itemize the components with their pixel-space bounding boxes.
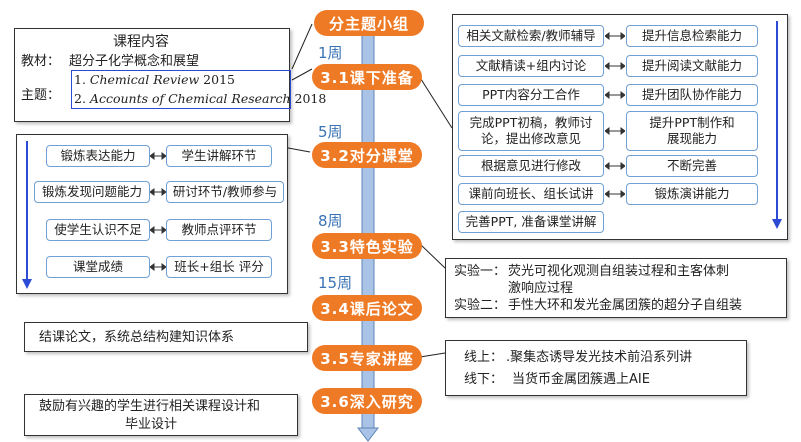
prep-item-1-left: 相关文献检索/教师辅导 — [458, 25, 604, 47]
topic-2-journal: Accounts of Chemical Research — [89, 91, 291, 106]
topic-label: 主题： — [21, 88, 61, 103]
week-label-1: 1周 — [318, 44, 343, 62]
research-line-2: 毕业设计 — [125, 417, 178, 432]
experiment-2-text: 手性大环和发光金属团簇的超分子自组装 — [508, 298, 743, 313]
classroom-item-3-left: 使学生认识不足 — [46, 219, 150, 241]
prep-item-5-left: 根据意见进行修改 — [458, 155, 604, 177]
timeline-start-node: 分主题小组 — [314, 10, 424, 36]
timeline-step-research: 3.6深入研究 — [312, 388, 422, 414]
classroom-down-arrow — [22, 141, 32, 289]
textbook-label: 教材： — [21, 54, 61, 69]
week-label-8: 8周 — [318, 212, 343, 230]
week-label-5: 5周 — [318, 123, 343, 141]
classroom-item-4-left: 课堂成绩 — [46, 256, 150, 278]
topic-1: 1. Chemical Review 2015 — [74, 72, 235, 89]
lecture-online-label: 线上： — [464, 350, 504, 365]
timeline-step-prep: 3.1课下准备 — [312, 64, 422, 90]
prep-item-3-right: 提升团队协作能力 — [626, 84, 758, 106]
prep-double-arrows — [605, 32, 625, 198]
timeline-step-experiment: 3.3特色实验 — [312, 233, 422, 259]
timeline-step-classroom: 3.2对分课堂 — [312, 142, 422, 168]
timeline-step-lecture: 3.5专家讲座 — [312, 345, 422, 371]
classroom-item-2-right: 研讨环节/教师参与 — [166, 181, 284, 203]
textbook-name: 超分子化学概念和展望 — [69, 54, 200, 69]
experiment-1-label: 实验一： — [454, 264, 507, 279]
classroom-item-1-right: 学生讲解环节 — [166, 145, 272, 167]
prep-item-6-right: 锻炼演讲能力 — [626, 183, 758, 205]
classroom-item-4-right: 班长+组长 评分 — [166, 256, 272, 278]
paper-text: 结课论文，系统总结构建知识体系 — [39, 330, 235, 345]
prep-item-4-right: 提升PPT制作和展现能力 — [626, 111, 758, 151]
classroom-item-2-left: 锻炼发现问题能力 — [34, 181, 150, 203]
topic-1-year: 2015 — [203, 72, 235, 87]
preparation-down-arrow — [772, 21, 782, 229]
prep-item-3-left: PPT内容分工合作 — [458, 84, 604, 106]
experiment-2-label: 实验二： — [454, 298, 507, 313]
prep-item-2-left: 文献精读+组内讨论 — [458, 55, 604, 77]
experiments-panel: 实验一： 荧光可视化观测自组装过程和主客体刺 激响应过程 实验二： 手性大环和发… — [445, 258, 787, 318]
topic-1-number: 1. — [74, 72, 86, 87]
classroom-item-3-right: 教师点评环节 — [166, 219, 272, 241]
topic-2-year: 2018 — [294, 91, 327, 106]
research-line-1: 鼓励有兴趣的学生进行相关课程设计和 — [39, 399, 261, 414]
experiment-1-line-1: 荧光可视化观测自组装过程和主客体刺 — [508, 264, 730, 279]
topics-box: 1. Chemical Review 2015 2. Accounts of C… — [71, 70, 326, 109]
prep-item-7: 完善PPT, 准备课堂讲解 — [458, 211, 604, 233]
classroom-item-1-left: 锻炼表达能力 — [46, 145, 150, 167]
paper-panel: 结课论文，系统总结构建知识体系 — [24, 322, 308, 352]
course-content-panel: 课程内容 教材： 超分子化学概念和展望 主题： 1. Chemical Revi… — [14, 28, 326, 122]
course-title: 课程内容 — [113, 34, 169, 50]
research-panel: 鼓励有兴趣的学生进行相关课程设计和 毕业设计 — [24, 394, 298, 436]
lecture-offline-text: 当货币金属团簇遇上AIE — [512, 372, 650, 387]
lecture-online-text: .聚集态诱导发光技术前沿系列讲 — [506, 350, 693, 365]
experiment-1-line-2: 激响应过程 — [508, 281, 574, 296]
lecture-panel: 线上： .聚集态诱导发光技术前沿系列讲 线下： 当货币金属团簇遇上AIE — [445, 340, 747, 396]
topic-1-journal: Chemical Review — [89, 72, 200, 87]
prep-item-2-right: 提升阅读文献能力 — [626, 55, 758, 77]
lecture-offline-label: 线下： — [464, 372, 504, 387]
topic-2-number: 2. — [74, 91, 86, 106]
week-label-15: 15周 — [318, 274, 353, 292]
prep-item-4-left: 完成PPT初稿，教师讨论，提出修改意见 — [458, 111, 604, 151]
timeline-step-paper: 3.4课后论文 — [312, 295, 422, 321]
prep-item-5-right: 不断完善 — [626, 155, 758, 177]
classroom-double-arrows — [150, 152, 166, 271]
timeline-arrow — [356, 10, 380, 442]
prep-item-6-left: 课前向班长、组长试讲 — [458, 183, 604, 205]
prep-item-1-right: 提升信息检索能力 — [626, 25, 758, 47]
topic-2: 2. Accounts of Chemical Research 2018 — [74, 91, 326, 108]
